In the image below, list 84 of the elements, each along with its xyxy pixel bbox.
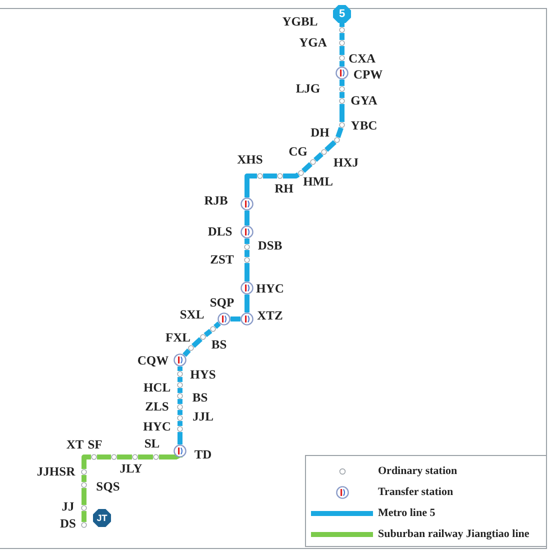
station-name: DS [60, 516, 76, 532]
rail-line [244, 294, 250, 312]
rail-line [340, 104, 344, 122]
rail-line [340, 92, 344, 98]
rail-line [178, 366, 182, 371]
station-name: RJB [204, 194, 228, 208]
rail-line [178, 410, 182, 415]
rail-line [324, 140, 336, 152]
station-name: YGA [299, 36, 327, 50]
station-name: RH [274, 182, 294, 196]
station-name: SXL [180, 308, 204, 322]
rail-line [178, 399, 182, 404]
rail-line [302, 162, 312, 173]
rail-line [244, 263, 250, 282]
station-name: CXA [348, 52, 376, 66]
station-name: HML [303, 174, 333, 190]
rail-line [263, 174, 277, 178]
rail-line [97, 454, 111, 460]
station-name: SQP [210, 296, 234, 310]
station-name: HXJ [334, 156, 358, 170]
station-name: HCL [143, 380, 171, 396]
station-name: DH [310, 126, 330, 140]
rail-line [192, 337, 202, 348]
rail-line [204, 328, 212, 338]
rail-line [178, 388, 182, 393]
rail-line [283, 172, 300, 178]
station-name: BS [211, 338, 227, 352]
rail-line [340, 46, 344, 55]
rail-line [340, 33, 344, 40]
station-name: HYC [256, 282, 284, 296]
station-name: JLY [120, 462, 142, 476]
rail-line [340, 23, 344, 27]
legend-text: Ordinary station [378, 465, 458, 477]
station-name: LJG [296, 82, 320, 96]
station-name: DSB [258, 238, 282, 254]
legend-text: Transfer station [378, 486, 454, 498]
station-name: JJL [192, 410, 214, 424]
rail-line [82, 475, 86, 482]
station-name: YGBL [282, 14, 318, 30]
rail-line [314, 152, 324, 162]
rail-line [82, 511, 86, 522]
station-name: SF [88, 438, 102, 452]
station-name: SQS [96, 480, 120, 494]
station-name: CQW [137, 354, 169, 368]
rail-line [244, 174, 257, 198]
station-name: XTZ [257, 308, 283, 324]
station-name: JJ [62, 500, 74, 514]
station-name: SL [144, 436, 160, 452]
legend-text: Metro line 5 [378, 507, 436, 519]
rail-line [178, 421, 182, 426]
rail-line [336, 127, 344, 138]
station-name: YBC [350, 118, 378, 134]
line-badge: JT [93, 509, 111, 527]
station-name: HYC [143, 420, 171, 434]
rail-line [178, 432, 182, 444]
rail-line [117, 454, 132, 460]
legend-text: Suburban railway Jiangtiao line [378, 528, 530, 540]
rail-line [82, 454, 91, 469]
rail-line [244, 238, 250, 244]
rail-line [82, 488, 86, 505]
station-name: XHS [237, 152, 263, 168]
station-name: GYA [350, 94, 378, 108]
station-name: ZLS [145, 400, 169, 414]
rail-line [178, 377, 182, 382]
station-name: JJHSR [36, 464, 76, 480]
station-name: DLS [208, 224, 232, 240]
rail-line [244, 210, 250, 226]
station-name: CPW [353, 68, 383, 82]
line-badge: 5 [333, 5, 351, 23]
rail-line [340, 80, 344, 86]
rail-line [244, 250, 250, 257]
rail-line [214, 322, 221, 329]
station-name: ZST [210, 252, 234, 268]
station-name: HYS [190, 368, 216, 382]
rail-line [340, 61, 344, 66]
station-name: BS [192, 390, 208, 406]
rail-line [230, 316, 240, 322]
station-name: CG [288, 144, 308, 160]
station-name: FXL [166, 330, 190, 346]
rail-line [159, 452, 182, 460]
rail-line [138, 454, 153, 460]
station-name: XT [66, 438, 84, 452]
station-name: TD [194, 448, 212, 462]
rail-line [182, 348, 191, 357]
